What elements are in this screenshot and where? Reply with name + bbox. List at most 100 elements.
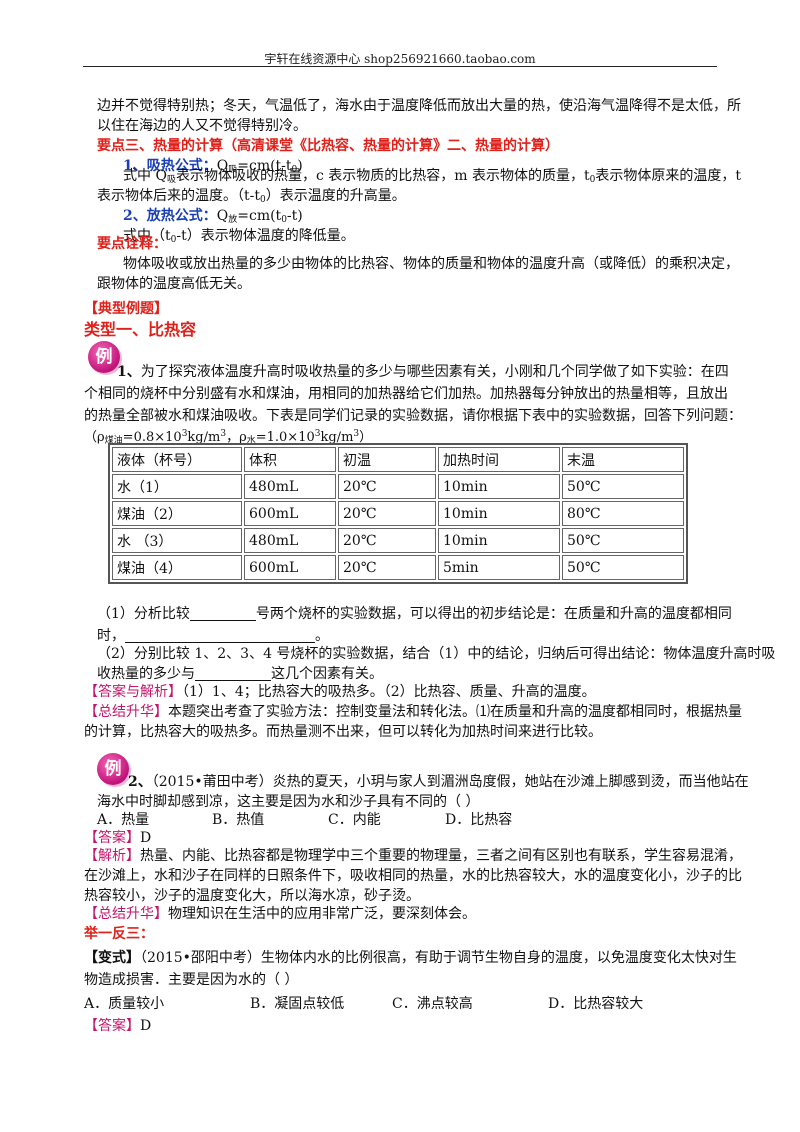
section-3-title: 要点三、热量的计算（高清课堂《比热容、热量的计算》二、热量的计算）: [97, 138, 559, 154]
table-cell: 5min: [438, 555, 560, 580]
q1-sub1-a: （1）分析比较: [97, 606, 190, 622]
table-row: 水（1） 480mL 20℃ 10min 50℃: [112, 474, 684, 499]
release-formula-sub0: 0: [281, 215, 287, 225]
density-d: ，ρ: [226, 430, 247, 445]
table-header-row: 液体（杯号） 体积 初温 加热时间 末温: [112, 447, 684, 472]
variant-option-d[interactable]: D．比热容较大: [548, 996, 644, 1012]
q1-summary-1: 【总结升华】本题突出考查了实验方法：控制变量法和转化法。⑴在质量和升高的温度都相…: [84, 702, 742, 722]
absorb-formula: 1、吸热公式：Q吸=cm(t-t0): [123, 156, 303, 180]
q1-line-1: 1、为了探究液体温度升高时吸收热量的多少与哪些因素有关，小刚和几个同学做了如下实…: [117, 362, 729, 382]
q1-sub2-b: 收热量的多少与: [97, 666, 195, 682]
q1-sub1-b: 号两个烧杯的实验数据，可以得出的初步结论是：在质量和升高的温度都相同: [255, 606, 732, 622]
q1-answer-text: （1）1、4；比热容大的吸热多。（2）比热容、质量、升高的温度。: [182, 684, 596, 700]
table-cell: 20℃: [338, 474, 436, 499]
absorb-desc-1c: 表示物体原来的温度，t: [595, 168, 741, 184]
release-formula: 2、放热公式：Q放=cm(t0-t): [123, 206, 303, 230]
q2-summary: 【总结升华】物理知识在生活中的应用非常广泛，要深刻体会。: [84, 904, 476, 924]
q1-sub2-line-1: （2）分别比较 1、2、3、4 号烧杯的实验数据，结合（1）中的结论，归纳后可得…: [97, 646, 776, 662]
table-cell: 600mL: [244, 501, 336, 526]
variant-label: 【变式】: [84, 950, 140, 966]
absorb-formula-end: ): [297, 158, 303, 174]
absorb-q-sub: 吸: [228, 165, 238, 175]
density-sup4: 3: [353, 429, 360, 439]
release-desc-b: -t）表示物体温度的降低量。: [176, 228, 355, 244]
example-badge-1: 例: [88, 341, 120, 373]
absorb-desc-1-sub0: 0: [589, 175, 596, 185]
explain-line-1: 物体吸收或放出热量的多少由物体的比热容、物体的质量和物体的温度升高（或降低）的乘…: [123, 256, 739, 272]
release-formula-rest: =cm(t: [237, 208, 282, 224]
q2-option-c[interactable]: C．内能: [328, 812, 381, 828]
q2-option-b[interactable]: B．热值: [212, 812, 265, 828]
variant-option-c[interactable]: C．沸点较高: [392, 996, 473, 1012]
table-cell: 10min: [438, 528, 560, 553]
q2-num: 2、: [128, 774, 152, 790]
density-sup3: 3: [314, 429, 321, 439]
q1-summary-2: 的计算，比热容大的吸热多。而热量测不出来，但可以转化为加热时间来进行比较。: [84, 724, 602, 740]
experiment-table: 液体（杯号） 体积 初温 加热时间 末温 水（1） 480mL 20℃ 10mi…: [108, 443, 688, 584]
explain-line-2: 跟物体的温度高低无关。: [97, 276, 251, 292]
table-header-cell: 液体（杯号）: [112, 447, 242, 472]
absorb-desc-1-sub: 吸: [166, 175, 176, 185]
q2-option-d[interactable]: D．比热容: [445, 812, 513, 828]
variant-line-1: 【变式】（2015•邵阳中考）生物体内水的比例很高，有助于调节生物自身的温度，以…: [84, 948, 737, 968]
density-e: =1.0×10: [255, 430, 315, 445]
variant-line-2: 物造成损害．主要是因为水的（ ）: [84, 972, 299, 988]
q1-line-3: 的热量全部被水和煤油吸收。下表是同学们记录的实验数据，请你根据下表中的实验数据，…: [84, 408, 742, 424]
table-header-cell: 初温: [338, 447, 436, 472]
answer-blank-3[interactable]: [195, 666, 271, 681]
q1-sub1-line-1: （1）分析比较 号两个烧杯的实验数据，可以得出的初步结论是：在质量和升高的温度都相…: [97, 604, 732, 624]
table-cell: 10min: [438, 501, 560, 526]
q2-analysis-text-1: 热量、内能、比热容都是物理学中三个重要的物理量，三者之间有区别也有联系，学生容易…: [140, 848, 742, 864]
table-cell: 10min: [438, 474, 560, 499]
table-row: 煤油（4） 600mL 20℃ 5min 50℃: [112, 555, 684, 580]
answer-blank-1[interactable]: [189, 606, 256, 621]
q2-analysis-3: 热容较小，沙子的温度变化大，所以海水凉，砂子烫。: [84, 888, 420, 904]
table-header-cell: 加热时间: [438, 447, 560, 472]
absorb-desc-2-sub0: 0: [259, 195, 266, 205]
q1-num: 1、: [117, 364, 141, 380]
variant-line-1-text: （2015•邵阳中考）生物体内水的比例很高，有助于调节生物自身的温度，以免温度变…: [140, 950, 737, 966]
q2-line-1-text: （2015•莆田中考）炎热的夏天，小玥与家人到湄洲岛度假，她站在沙滩上脚感到烫，…: [151, 774, 749, 790]
density-sub1: 煤油: [104, 436, 123, 446]
density-g: ）: [359, 430, 373, 445]
q2-option-a[interactable]: A．热量: [97, 812, 150, 828]
q2-answer-text: D: [140, 830, 152, 846]
density-c: kg/m: [187, 430, 221, 445]
table-row: 水 （3） 480mL 20℃ 10min 50℃: [112, 528, 684, 553]
q2-answer-label: 【答案】: [84, 830, 140, 846]
q1-sub2-line-2: 收热量的多少与这几个因素有关。: [97, 664, 383, 684]
intro-line-2: 以住在海边的人又不觉得特别冷。: [97, 118, 307, 134]
q2-line-1: 2、（2015•莆田中考）炎热的夏天，小玥与家人到湄洲岛度假，她站在沙滩上脚感到…: [128, 772, 749, 792]
table-cell: 50℃: [562, 555, 684, 580]
density-sub2: 水: [246, 436, 256, 446]
example-badge-2: 例: [97, 753, 129, 785]
table-cell: 20℃: [338, 501, 436, 526]
q1-sub1-line-2: 时，。: [97, 626, 329, 646]
absorb-desc-1b: 表示物体吸收的热量，c 表示物质的比热容，m 表示物体的质量，t: [175, 168, 590, 184]
variant-option-b[interactable]: B．凝固点较低: [250, 996, 345, 1012]
table-header-cell: 体积: [244, 447, 336, 472]
q1-line-2: 个相同的烧杯中分别盛有水和煤油，用相同的加热器给它们加热。加热器每分钟放出的热量…: [84, 386, 728, 402]
absorb-desc-2a: 表示物体后来的温度。（t-t: [97, 188, 260, 204]
q2-summary-label: 【总结升华】: [84, 906, 168, 922]
table-cell: 600mL: [244, 555, 336, 580]
q1-summary-text-1: 本题突出考查了实验方法：控制变量法和转化法。⑴在质量和升高的温度都相同时，根据热…: [168, 704, 742, 720]
q2-analysis-2: 在沙滩上，水和沙子在同样的日照条件下，吸收相同的热量，水的比热容较大，水的温度变…: [84, 868, 742, 884]
table-cell: 80℃: [562, 501, 684, 526]
examples-title: 【典型例题】: [84, 301, 168, 317]
release-label: 2、放热公式：: [123, 208, 217, 224]
absorb-formula-rest: =cm(t-t: [237, 158, 292, 174]
answer-blank-2[interactable]: [125, 628, 315, 643]
density-sup1: 3: [181, 429, 188, 439]
table-cell: 20℃: [338, 555, 436, 580]
density-f: kg/m: [320, 430, 354, 445]
variant-answer: 【答案】D: [84, 1016, 151, 1036]
page-header: 宇轩在线资源中心 shop256921660.taobao.com: [264, 52, 536, 66]
absorb-formula-sub0: 0: [291, 165, 298, 175]
q2-summary-text: 物理知识在生活中的应用非常广泛，要深刻体会。: [168, 906, 476, 922]
table-row: 煤油（2） 600mL 20℃ 10min 80℃: [112, 501, 684, 526]
type1-title: 类型一、比热容: [84, 320, 197, 339]
variant-option-a[interactable]: A．质量较小: [84, 996, 165, 1012]
table-cell: 水（1）: [112, 474, 242, 499]
q1-density: （ρ煤油=0.8×103kg/m3，ρ水=1.0×103kg/m3）: [84, 424, 372, 451]
